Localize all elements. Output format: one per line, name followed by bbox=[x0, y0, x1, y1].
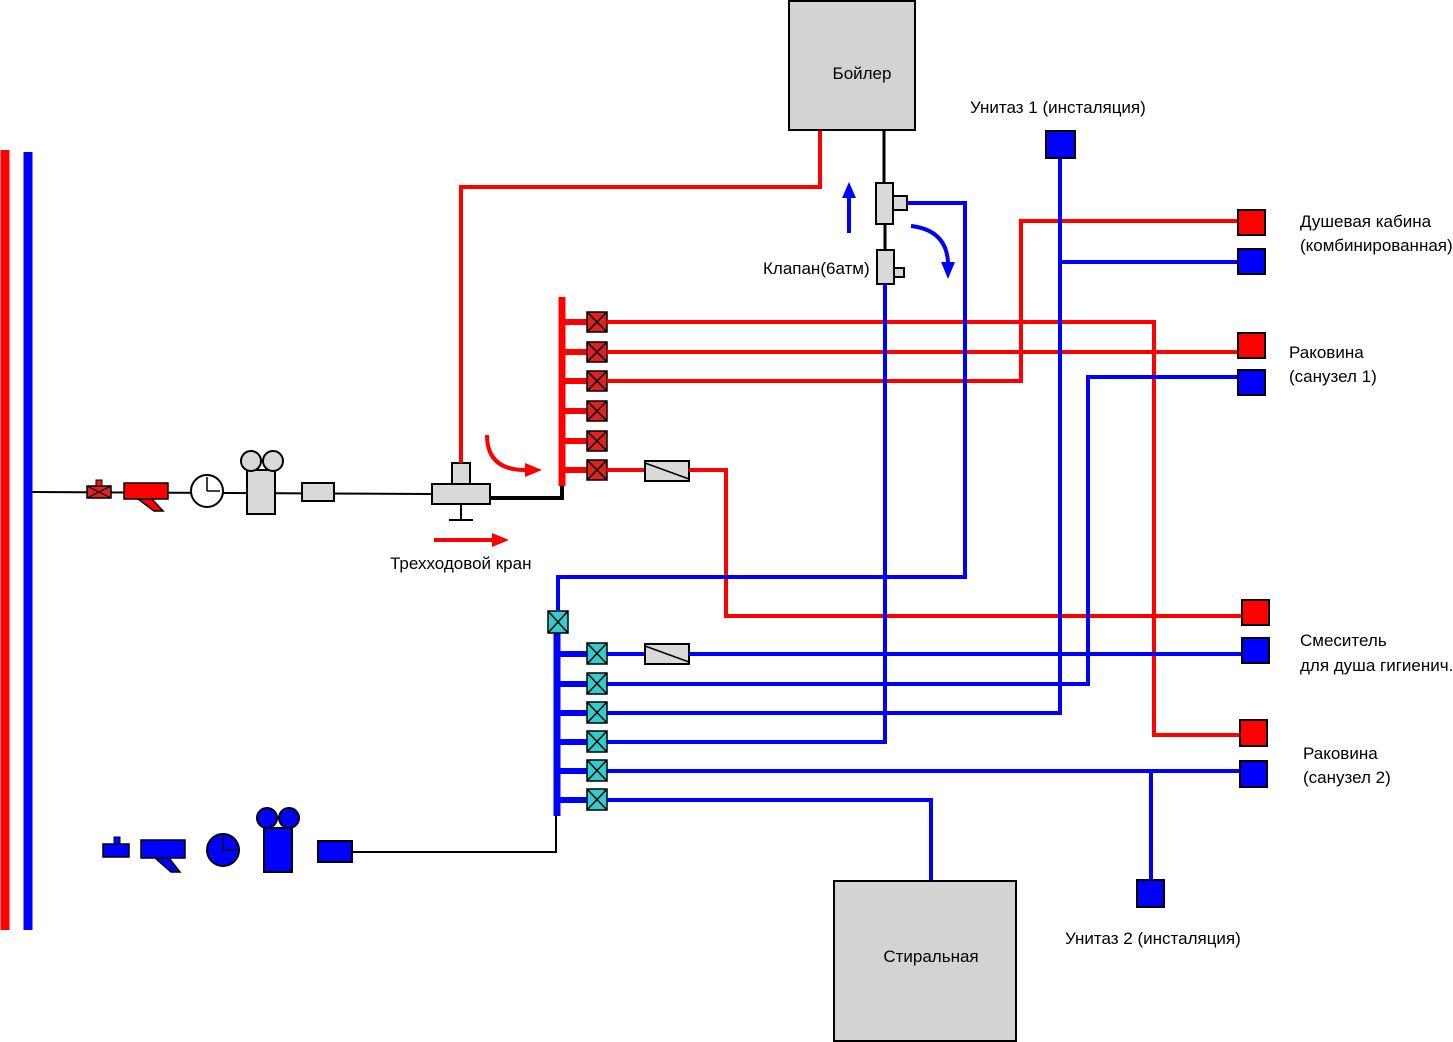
cold-filter-icon bbox=[140, 839, 186, 873]
hot-valve-1-icon bbox=[586, 311, 608, 333]
hot-valve-6-icon bbox=[586, 459, 608, 481]
hot-to-sink2 bbox=[607, 320, 1240, 737]
mixer-cold-endpoint bbox=[1241, 637, 1270, 664]
boiler: Бойлер bbox=[788, 0, 916, 183]
cold-valves bbox=[547, 610, 608, 811]
sink2-hot-endpoint bbox=[1239, 719, 1268, 747]
hot-pressure-reducer-icon bbox=[240, 450, 284, 515]
cold-valve-3-icon bbox=[586, 701, 608, 724]
boiler-safety-group: Клапан(6атм) bbox=[763, 182, 908, 285]
cold-shutoff-valve-icon bbox=[102, 836, 130, 858]
hot-pipes bbox=[459, 130, 1242, 737]
cold-valve-2-icon bbox=[586, 672, 608, 695]
sink2-cold-endpoint bbox=[1239, 760, 1268, 788]
up-arrow-icon bbox=[842, 182, 856, 198]
hot-manifold bbox=[558, 297, 608, 486]
hot-boiler-feed bbox=[459, 130, 822, 463]
hot-manifold-branches bbox=[562, 319, 587, 473]
cold-check-valve-icon bbox=[317, 840, 353, 863]
sink2-label-1: Раковина bbox=[1303, 744, 1378, 763]
mixer-label-1: Смеситель bbox=[1300, 631, 1387, 650]
sink2-label-2: (санузел 2) bbox=[1303, 768, 1391, 787]
cold-boiler-feed bbox=[556, 201, 967, 610]
right-arrow-icon bbox=[492, 533, 509, 547]
hot-inlet-line bbox=[31, 450, 564, 521]
fixture-labels: Унитаз 1 (инсталяция) Душевая кабина (ко… bbox=[970, 98, 1453, 948]
hot-valve-4-icon bbox=[586, 400, 608, 422]
fixture-endpoints bbox=[1045, 130, 1270, 908]
three-way-flow-arrows: Трехходовой кран bbox=[390, 434, 542, 573]
hot-valve-3-icon bbox=[586, 370, 608, 392]
cold-pipes bbox=[556, 159, 1242, 881]
cold-valve-6-icon bbox=[586, 788, 608, 811]
mixer-label-2: для душа гигиенич. bbox=[1300, 656, 1453, 675]
toilet2-cold-endpoint bbox=[1136, 879, 1165, 908]
valve6-label: Клапан(6атм) bbox=[763, 259, 870, 278]
shower-hot-endpoint bbox=[1237, 209, 1266, 236]
cold-to-washer bbox=[607, 798, 933, 881]
shower-label-2: (комбинированная) bbox=[1300, 236, 1453, 255]
sink1-hot-endpoint bbox=[1237, 332, 1266, 359]
cold-meter-gauge-icon bbox=[206, 833, 240, 867]
hot-filter-icon bbox=[123, 482, 169, 512]
hot-mixer-line bbox=[689, 468, 1242, 618]
sink1-label-2: (санузел 1) bbox=[1289, 367, 1377, 386]
shower-cold-endpoint bbox=[1237, 248, 1266, 275]
curved-arrow-icon bbox=[525, 463, 542, 477]
boiler-label: Бойлер bbox=[833, 64, 892, 83]
washer-label: Стиральная bbox=[883, 947, 978, 966]
cold-inlet-pipe bbox=[352, 816, 557, 853]
cold-to-shower bbox=[1058, 159, 1238, 264]
sink1-label-1: Раковина bbox=[1289, 343, 1364, 362]
boiler-tee-icon bbox=[875, 182, 894, 225]
cold-valve-4-icon bbox=[586, 730, 608, 753]
cold-to-sink1 bbox=[607, 375, 1238, 686]
cold-valve-5-icon bbox=[586, 759, 608, 782]
toilet2-label: Унитаз 2 (инсталяция) bbox=[1065, 929, 1241, 948]
flow-arrows-boiler bbox=[842, 182, 955, 279]
cold-inlet-line bbox=[102, 807, 557, 873]
safety-valve-6atm-icon bbox=[876, 249, 895, 285]
cold-manifold bbox=[547, 610, 608, 816]
hot-valve-5-icon bbox=[586, 430, 608, 452]
cold-valve-1-icon bbox=[586, 642, 608, 665]
shower-label-1: Душевая кабина bbox=[1300, 212, 1432, 231]
sink1-cold-endpoint bbox=[1237, 369, 1266, 396]
cold-boiler-valve-line bbox=[607, 284, 887, 744]
toilet1-cold-endpoint bbox=[1045, 130, 1076, 159]
three-way-to-hot-manifold bbox=[490, 486, 564, 500]
washing-machine: Стиральная bbox=[833, 880, 1017, 1042]
hot-valve-2-icon bbox=[586, 341, 608, 363]
toilet1-label: Унитаз 1 (инсталяция) bbox=[970, 98, 1146, 117]
hot-meter-gauge-icon bbox=[190, 474, 224, 508]
risers bbox=[0, 150, 33, 930]
three-way-label: Трехходовой кран bbox=[390, 554, 531, 573]
three-way-valve-icon bbox=[431, 462, 491, 521]
hot-to-shower bbox=[607, 219, 1240, 383]
hot-valves bbox=[586, 311, 608, 481]
cold-manifold-main-valve-icon bbox=[547, 610, 569, 634]
cold-pressure-reducer-icon bbox=[256, 807, 300, 873]
down-arrow-icon bbox=[941, 262, 955, 279]
cold-to-toilet1 bbox=[607, 262, 1062, 715]
hot-check-valve-icon bbox=[301, 482, 335, 502]
mixer-hot-endpoint bbox=[1241, 599, 1270, 626]
